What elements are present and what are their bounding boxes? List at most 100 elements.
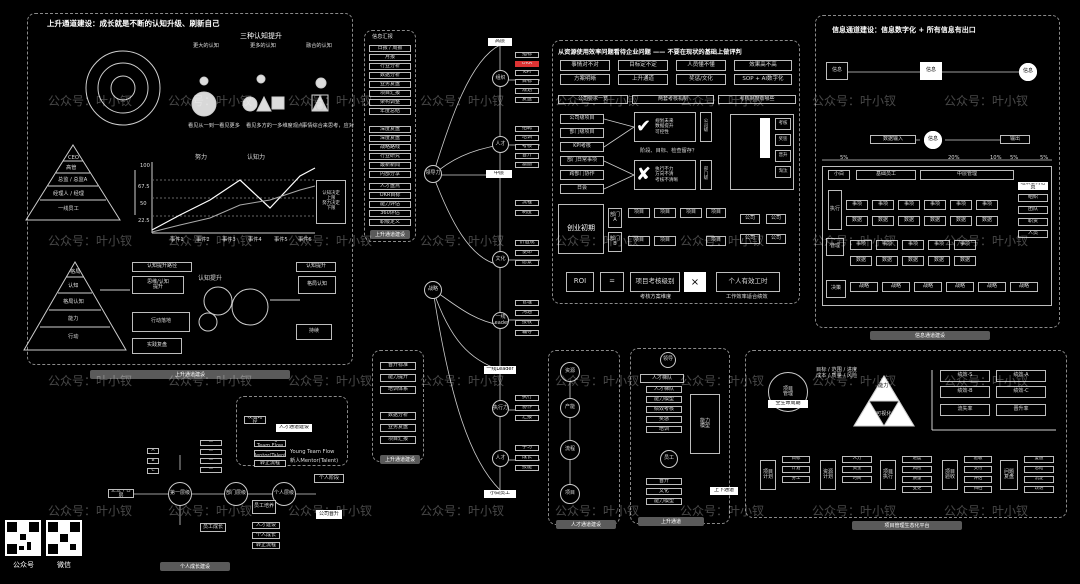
qr-code-wechat[interactable] (46, 520, 82, 556)
cog-box-6: 格局认知 (298, 276, 336, 294)
resource-title: 从资源使用效率问题看待企业问题 —— 不要在现状的基础上做评判 (558, 49, 742, 56)
pm-flow-item: 交付 (964, 466, 992, 473)
panel-talent (236, 396, 348, 466)
col-b-item: 行业研究 (369, 153, 411, 160)
grid-cell: 事项 (850, 240, 872, 250)
watermark-text: 公众号：叶小钗 (812, 234, 897, 248)
bl-node-2: 第一层级 (168, 482, 192, 506)
chip: 上升通道 (618, 74, 668, 85)
watermark-text: 公众号：叶小钗 (168, 374, 253, 388)
info-side-right: 输出 (1000, 135, 1030, 144)
cross-card: ✘ 执行不力 方向不清 考核不清晰 (634, 160, 696, 190)
matrix-cell: 绩效-C (996, 386, 1046, 398)
watermark-text: 公众号：叶小钗 (944, 504, 1029, 518)
panel1-footer: 上升通道建设 (90, 370, 290, 379)
leaf: 培训 (515, 135, 539, 141)
col-a-item: 业务复盘 (369, 81, 411, 88)
cog-box-1: 认知提升路径 (132, 262, 192, 272)
info-title: 信息通道建设：信息数字化 + 所有信息有出口 (832, 26, 976, 34)
qr-label-2: 微信 (57, 561, 71, 569)
grid-cell: 管理 (826, 238, 844, 256)
cross-icon: ✘ (636, 164, 652, 186)
pm-flow-item: 进度 (902, 456, 932, 463)
matrix-cell: 绩效-A (996, 370, 1046, 382)
col-a-item: 行业分析 (369, 63, 411, 70)
grid-cell: 事项 (876, 240, 898, 250)
pyramid-b-4: 行动 (68, 334, 79, 340)
eq-hours: 个人有效工时 (716, 272, 780, 292)
col-a-item: 月报 (369, 54, 411, 61)
watermark-text: 公众号：叶小钗 (555, 94, 640, 108)
pm-footer: 项目管理生态化平台 (852, 521, 962, 530)
left-list-item: 日会 (560, 184, 604, 194)
eq-roi: ROI (566, 272, 594, 292)
pm-flow-item: 时间 (842, 476, 872, 483)
col-d-item: 数据分析 (380, 412, 416, 420)
assess-b: 奖惩 (775, 134, 791, 146)
leaf: 授权 (515, 320, 539, 326)
col-c-item: 360评估 (369, 210, 411, 217)
ladder-title: 人才梯队 (640, 374, 684, 383)
watermark-text: 公众号：叶小钗 (944, 234, 1029, 248)
watermark-text: 公众号：叶小钗 (48, 504, 133, 518)
col-a-item: 日报 / 周报 (369, 45, 411, 52)
chart-xlabel-6: 事件6 (298, 237, 312, 243)
grid-cell: 事项 (898, 200, 920, 210)
leaf: 流程 (515, 200, 539, 206)
talent-box-3: 员工培养 (252, 500, 276, 514)
col-d-item: 项目汇报 (380, 436, 416, 444)
col-c-item: 职级定义 (369, 219, 411, 226)
talent-item: Young Team Flow (254, 440, 286, 447)
bl-col-item: — (200, 440, 222, 446)
watermark-text: 公众号：叶小钗 (420, 374, 505, 388)
pm-flow-item: 总结 (1024, 466, 1054, 473)
ladder-item: 培训 (646, 426, 682, 433)
watermark-text: 公众号：叶小钗 (555, 374, 640, 388)
panel-upward-channel (27, 13, 353, 365)
qr-code-official[interactable] (5, 520, 41, 556)
col-a-item: 数据分析 (369, 72, 411, 79)
info-box-top: 信息 (826, 62, 848, 80)
matrix-cell: 晋升率 (996, 404, 1046, 416)
dept-cell: 项目 (654, 208, 676, 218)
grid-cell: 数据 (950, 216, 972, 226)
leaf: 晋升 (515, 153, 539, 159)
pm-flow-head: 项目计划 (760, 460, 776, 490)
bl-col-item: — (200, 458, 222, 464)
grid-cell: 事项 (924, 200, 946, 210)
panel-info-channel (815, 15, 1060, 328)
check-icon: ✔ (636, 116, 652, 138)
col-c-item: 人才盘点 (369, 183, 411, 190)
ladder-node-2: 员工 (660, 450, 678, 468)
pm-flow-head: 项目验收 (942, 460, 958, 490)
dept-a-box: 部门A (608, 208, 622, 228)
watermark-text: 公众号：叶小钗 (555, 504, 640, 518)
bl-col-item: — (200, 449, 222, 455)
matrix-cell: 绩效-B (940, 386, 990, 398)
grid-cell: 数据 (928, 256, 950, 266)
chart-legend-2: 认知力 (247, 154, 266, 161)
pm-flow-item: 改进 (1024, 486, 1054, 493)
watermark-text: 公众号：叶小钗 (812, 374, 897, 388)
bc-node-1: 资源 (560, 362, 580, 382)
pyramid-b-2: 格局认知 (63, 299, 84, 305)
bc-node-4: 项目 (560, 484, 580, 504)
chip: 人员懂不懂 (676, 60, 726, 71)
talent-box-2: 公司晋升 (316, 510, 342, 519)
info-circle-right: 信息 (1019, 63, 1037, 81)
col-b-item: 深度复盘 (369, 126, 411, 133)
leaf: 协作 (515, 405, 539, 411)
pm-flow-item: 分工 (782, 476, 810, 483)
watermark-text: 公众号：叶小钗 (420, 94, 505, 108)
bl-node-5: 员工成长 (200, 523, 226, 532)
col-text-2: 看见多方的一多维度观点 (246, 123, 304, 129)
chip: 奖惩/文化 (676, 74, 726, 85)
mindmap-node-b: 战略 (424, 281, 442, 299)
ladder-item: 晋升 (646, 478, 682, 485)
watermark-text: 公众号：叶小钗 (48, 234, 133, 248)
watermark-text: 公众号：叶小钗 (420, 504, 505, 518)
bl-col-item: B (147, 458, 159, 464)
talent-top: 发展路径 (244, 416, 266, 424)
mindmap-node: 执行力 (492, 400, 509, 417)
pm-flow-item: 人力 (842, 456, 872, 463)
